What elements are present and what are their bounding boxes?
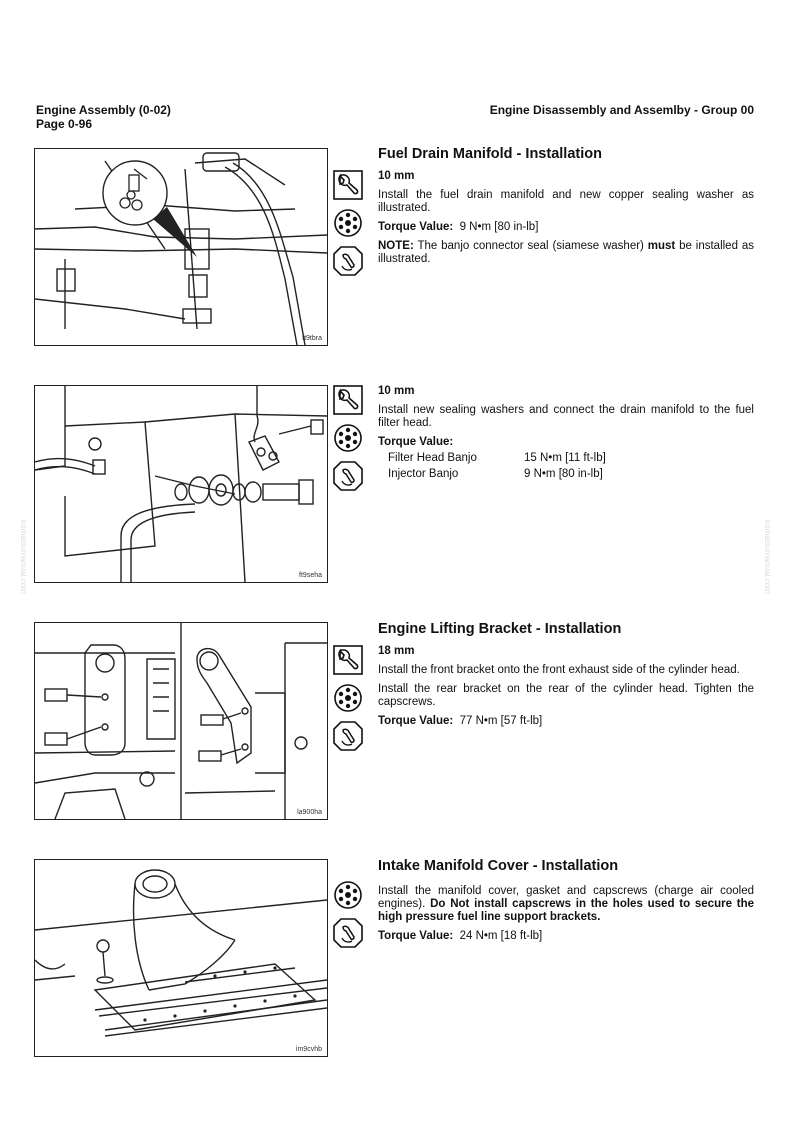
icon-column-fuel-drain xyxy=(333,170,369,284)
figure-code: la900ha xyxy=(297,809,322,816)
tool-size: 10 mm xyxy=(378,385,415,397)
section-lifting-bracket: Engine Lifting Bracket - Installation 18… xyxy=(378,621,754,734)
tool-size: 18 mm xyxy=(378,645,415,657)
watermark-left: komatsumanual.com xyxy=(19,520,28,594)
instruction-warning: Do Not install capscrews in the holes us… xyxy=(378,898,754,923)
torque-row-value: 15 N•m [11 ft-lb] xyxy=(524,452,606,464)
section-intake-manifold-cover: Intake Manifold Cover - Installation Ins… xyxy=(378,858,754,949)
header-section-title: Engine Assembly (0-02) xyxy=(36,103,171,117)
torque-wrench-icon xyxy=(333,461,363,491)
instruction: Install new sealing washers and connect … xyxy=(378,404,754,429)
parts-icon xyxy=(333,683,363,713)
torque-spec: Torque Value: 24 N•m [18 ft-lb] xyxy=(378,930,754,943)
torque-value: 77 N•m [57 ft-lb] xyxy=(459,715,543,727)
figure-code: ft9seha xyxy=(299,572,322,579)
note-emphasis: must xyxy=(647,240,676,252)
icon-column-lifting xyxy=(333,645,369,759)
instruction-front: Install the front bracket onto the front… xyxy=(378,664,740,676)
figure-intake-manifold-cover: im9cvhb xyxy=(34,859,328,1057)
torque-label: Torque Value: xyxy=(378,715,454,727)
header-left: Engine Assembly (0-02) Page 0-96 xyxy=(36,103,171,131)
icon-column-filter-head xyxy=(333,385,369,499)
torque-label: Torque Value: xyxy=(378,221,454,233)
note: NOTE: The banjo connector seal (siamese … xyxy=(378,240,754,266)
wrench-icon xyxy=(333,645,363,675)
section-filter-head-drain: 10 mm Install new sealing washers and co… xyxy=(378,385,754,484)
torque-wrench-icon xyxy=(333,246,363,276)
parts-icon xyxy=(333,423,363,453)
icon-column-intake xyxy=(333,880,369,956)
fuel-drain-illustration xyxy=(35,152,327,345)
note-text: The banjo connector seal (siamese washer… xyxy=(417,240,644,252)
torque-row-name: Filter Head Banjo xyxy=(388,452,477,464)
wrench-icon xyxy=(333,385,363,415)
section-title: Fuel Drain Manifold - Installation xyxy=(378,146,602,162)
torque-wrench-icon xyxy=(333,918,363,948)
torque-value: 24 N•m [18 ft-lb] xyxy=(459,930,543,942)
torque-row: Filter Head Banjo 15 N•m [11 ft-lb] xyxy=(388,452,754,465)
wrench-icon xyxy=(333,170,363,200)
figure-code: ft9tbra xyxy=(302,335,322,342)
parts-icon xyxy=(333,880,363,910)
torque-label: Torque Value: xyxy=(378,436,454,448)
figure-code: im9cvhb xyxy=(295,1046,322,1053)
instruction: Install the fuel drain manifold and new … xyxy=(378,189,754,214)
section-title: Intake Manifold Cover - Installation xyxy=(378,858,619,874)
torque-row-value: 9 N•m [80 in-lb] xyxy=(524,468,603,480)
watermark-right: komatsumanual.com xyxy=(763,520,772,594)
section-fuel-drain-manifold: Fuel Drain Manifold - Installation 10 mm… xyxy=(378,146,754,272)
intake-cover-illustration xyxy=(35,869,327,1037)
section-title: Engine Lifting Bracket - Installation xyxy=(378,621,622,637)
instruction: Install the manifold cover, gasket and c… xyxy=(378,885,754,924)
torque-spec: Torque Value: 77 N•m [57 ft-lb] xyxy=(378,715,754,728)
instruction-text: Install the manifold cover, gasket and c… xyxy=(378,885,754,910)
note-label: NOTE: xyxy=(378,240,414,252)
instruction-rear: Install the rear bracket on the rear of … xyxy=(378,683,754,708)
header-page-number: Page 0-96 xyxy=(36,117,93,131)
note-text-end: be installed as illustrated. xyxy=(378,240,754,265)
torque-row-name: Injector Banjo xyxy=(388,468,459,480)
figure-lifting-bracket: la900ha xyxy=(34,622,328,820)
figure-fuel-drain-manifold: ft9tbra xyxy=(34,148,328,346)
torque-value: 9 N•m [80 in-lb] xyxy=(459,221,539,233)
parts-icon xyxy=(333,208,363,238)
lifting-bracket-illustration xyxy=(35,623,327,819)
torque-wrench-icon xyxy=(333,721,363,751)
tool-size: 10 mm xyxy=(378,170,415,182)
torque-spec: Torque Value: 9 N•m [80 in-lb] xyxy=(378,221,754,234)
torque-label: Torque Value: xyxy=(378,930,454,942)
filter-head-illustration xyxy=(35,386,327,582)
header-group-title: Engine Disassembly and Assemlby - Group … xyxy=(489,103,754,117)
torque-row: Injector Banjo 9 N•m [80 in-lb] xyxy=(388,468,754,481)
figure-filter-head-drain: ft9seha xyxy=(34,385,328,583)
